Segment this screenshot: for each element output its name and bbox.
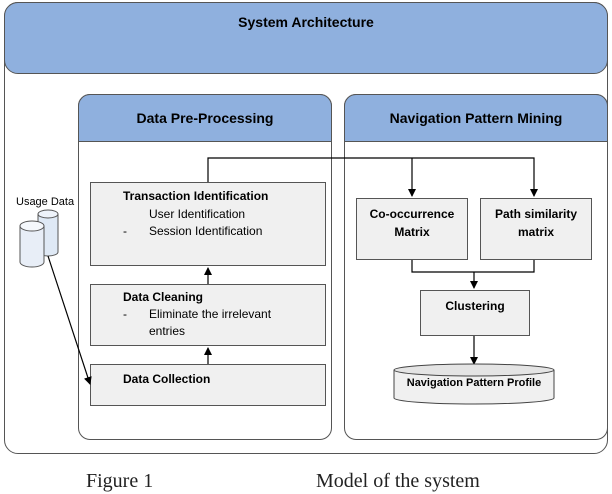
path-similarity-line2: matrix [517, 225, 555, 239]
clustering-box: Clustering [420, 290, 530, 336]
path-similarity-line1: Path similarity [494, 207, 578, 221]
cooccurrence-line2: Matrix [394, 225, 430, 239]
data-cleaning-box: Data Cleaning - Eliminate the irrelevant… [90, 284, 326, 346]
pre-processing-title: Data Pre-Processing [78, 94, 332, 142]
system-architecture-title: System Architecture [238, 14, 374, 30]
data-cleaning-item-line1: Eliminate the irrelevant [149, 307, 272, 321]
figure-caption-right: Model of the system [316, 470, 480, 492]
clustering-label: Clustering [445, 299, 505, 313]
navigation-pattern-profile-label: Navigation Pattern Profile [406, 377, 542, 389]
session-identification-bullet: - [123, 224, 127, 238]
data-collection-box: Data Collection [90, 364, 326, 406]
usage-data-label: Usage Data [16, 196, 75, 208]
system-architecture-header [4, 2, 608, 74]
cooccurrence-matrix-box: Co-occurrence Matrix [356, 198, 468, 260]
matrices-join-line [411, 260, 535, 273]
cooccurrence-line1: Co-occurrence [369, 207, 455, 221]
arrow-usage-to-collection [47, 255, 92, 385]
data-cleaning-title: Data Cleaning [123, 290, 204, 304]
data-cleaning-item-line2: entries [149, 324, 186, 338]
pattern-mining-title: Navigation Pattern Mining [344, 94, 608, 142]
transaction-identification-box: Transaction Identification User Identifi… [90, 182, 326, 266]
data-collection-title: Data Collection [123, 372, 211, 386]
user-identification-item: User Identification [149, 207, 246, 221]
arrow-transaction-to-path-matrix [207, 157, 538, 197]
transaction-identification-title: Transaction Identification [123, 189, 269, 203]
data-cleaning-bullet: - [123, 307, 127, 321]
session-identification-item: Session Identification [149, 224, 263, 238]
profile-database-icon [393, 363, 555, 405]
figure-caption-left: Figure 1 [86, 470, 154, 492]
usage-data-database-icon [19, 209, 59, 268]
path-similarity-matrix-box: Path similarity matrix [480, 198, 592, 260]
